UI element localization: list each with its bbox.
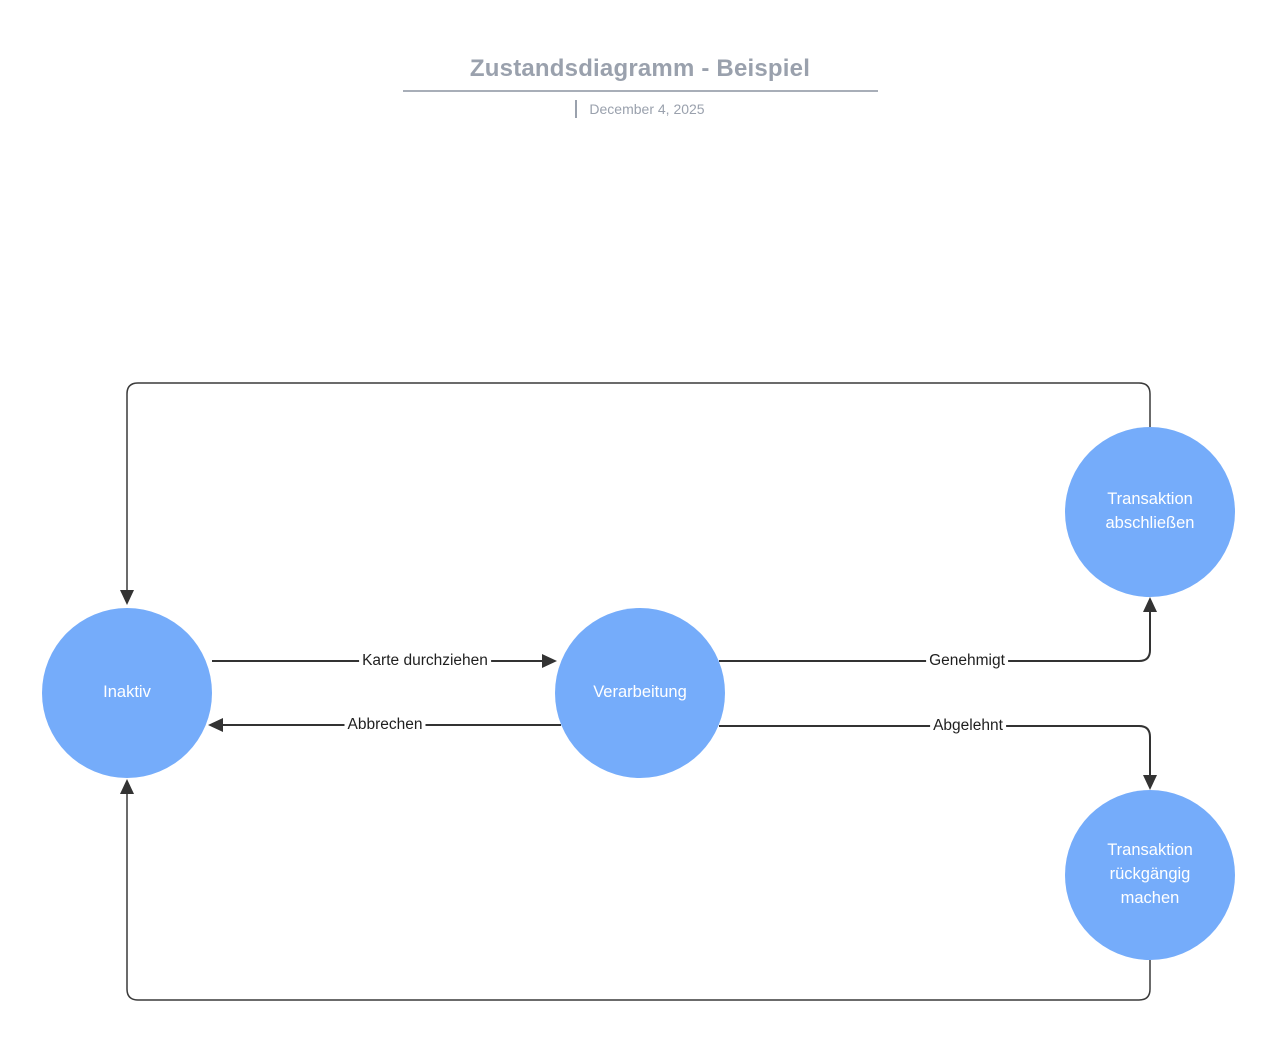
transition-label-abbrechen: Abbrechen <box>344 715 426 735</box>
arrowhead-genehmigt <box>1143 597 1157 612</box>
arrowhead-karte-durchziehen <box>542 654 557 668</box>
date-row: December 4, 2025 <box>575 100 705 118</box>
state-label: Verarbeitung <box>593 683 687 702</box>
edge-abschliessen-inaktiv-line <box>126 382 1151 590</box>
header: Zustandsdiagramm - Beispiel December 4, … <box>0 0 1280 118</box>
edge-rueckgaengig-inaktiv-line <box>126 794 1151 1001</box>
date-divider-bar <box>575 100 578 118</box>
arrowhead-abbrechen <box>208 718 223 732</box>
transition-label-genehmigt: Genehmigt <box>926 651 1008 671</box>
state-node-transaktion-rueckgaengig-machen: Transaktion rückgängig machen <box>1065 790 1235 960</box>
edge-abgelehnt-line <box>719 725 1151 776</box>
state-node-verarbeitung: Verarbeitung <box>555 608 725 778</box>
state-label: Transaktion rückgängig machen <box>1107 841 1193 907</box>
transition-label-karte-durchziehen: Karte durchziehen <box>359 651 491 671</box>
transition-label-abgelehnt: Abgelehnt <box>930 716 1006 736</box>
date-text: December 4, 2025 <box>589 101 705 117</box>
state-node-transaktion-abschliessen: Transaktion abschließen <box>1065 427 1235 597</box>
arrowhead-abschliessen-inaktiv <box>120 590 134 605</box>
page-title: Zustandsdiagramm - Beispiel <box>469 55 811 82</box>
state-label: Inaktiv <box>103 683 151 702</box>
state-label: Transaktion abschließen <box>1105 490 1195 532</box>
title-underline <box>402 90 878 92</box>
arrowhead-rueckgaengig-inaktiv <box>120 779 134 794</box>
state-node-inaktiv: Inaktiv <box>42 608 212 778</box>
edge-genehmigt-line <box>719 611 1151 662</box>
arrowhead-abgelehnt <box>1143 775 1157 790</box>
